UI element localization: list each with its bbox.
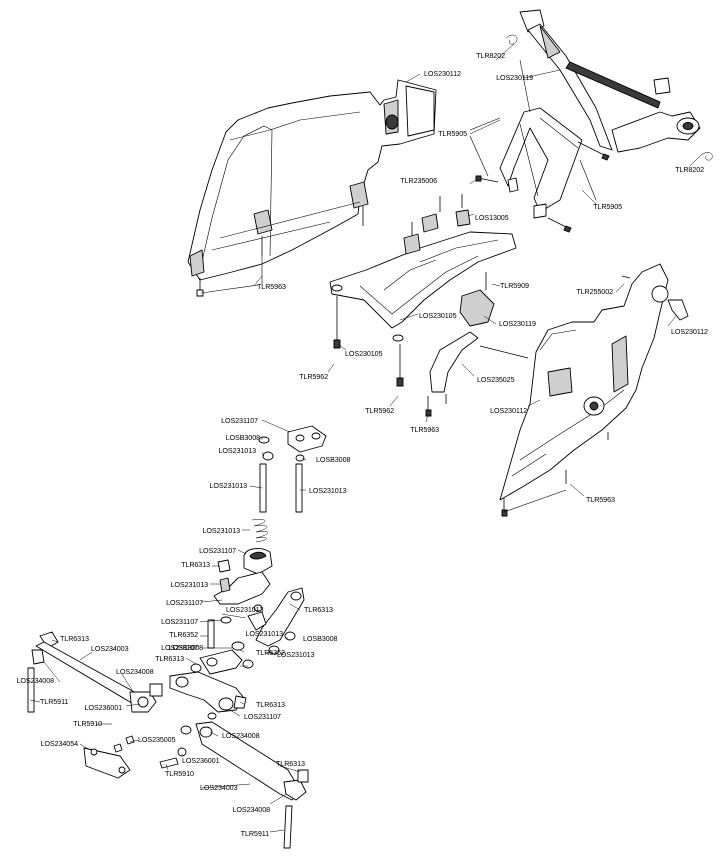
part-label: TLR6313 — [276, 759, 305, 768]
part-label: TLR8202 — [675, 165, 704, 174]
part-label: LOSB3008 — [169, 643, 203, 652]
part-label: LOS231107 — [221, 416, 258, 425]
leader-lines — [29, 43, 701, 833]
steering-assembly — [169, 425, 327, 720]
part-label: TLR5905 — [593, 202, 622, 211]
part-label: LOS234003 — [200, 783, 238, 792]
part-label: LOSB3008 — [226, 433, 260, 442]
part-label: TLR6313 — [155, 654, 184, 663]
part-label: LOS234054 — [41, 739, 79, 748]
part-label: LOS230105 — [345, 349, 383, 358]
part-label: LOS230119 — [496, 73, 533, 82]
part-label: TLR6352 — [169, 630, 198, 639]
left-side-guard-assembly — [187, 79, 437, 297]
part-label: TLR5911 — [241, 829, 269, 838]
part-label: LOS230112 — [671, 327, 708, 336]
part-label: TLR5909 — [500, 281, 529, 290]
part-label: LOS231107 — [244, 712, 281, 721]
part-label: LOS236001 — [85, 703, 123, 712]
part-label: LOS231107 — [199, 546, 236, 555]
part-label: TLR6313 — [60, 634, 89, 643]
part-label: TLR5962 — [365, 406, 394, 415]
part-label: LOS230119 — [499, 319, 536, 328]
part-label: TLR5963 — [586, 495, 615, 504]
part-label: TLR5910 — [73, 719, 102, 728]
part-label: TLR6352 — [256, 648, 285, 657]
part-label: TLR5962 — [299, 372, 328, 381]
part-label: TLR8202 — [476, 51, 505, 60]
part-label: LOS231107 — [166, 598, 203, 607]
part-label: LOS231107 — [161, 643, 198, 652]
part-label: LOS13005 — [475, 213, 509, 222]
part-label: LOS234008 — [222, 731, 260, 740]
part-label: LOS235025 — [477, 375, 515, 384]
upper-arm-assembly — [469, 9, 713, 233]
part-label: LOS230112 — [424, 69, 461, 78]
part-labels: LOS230112TLR8202LOS230119TLR5905TLR8202T… — [17, 51, 709, 838]
part-label: LOS235005 — [138, 735, 176, 744]
part-label: TLR6313 — [256, 700, 285, 709]
part-label: LOS230105 — [419, 311, 457, 320]
part-label: LOS231013 — [171, 580, 209, 589]
part-label: TLR5910 — [165, 769, 194, 778]
steering-rods — [27, 631, 309, 849]
part-label: LOS236001 — [182, 756, 220, 765]
part-label: LOS231013 — [219, 446, 257, 455]
part-label: TLR6313 — [304, 605, 333, 614]
right-side-guard-assembly — [499, 263, 689, 517]
part-label: LOS231013 — [246, 629, 284, 638]
part-label: LOS234008 — [233, 805, 271, 814]
part-label: TLR255002 — [576, 287, 613, 296]
part-label: LOSB3008 — [316, 455, 350, 464]
part-label: LOS234008 — [17, 676, 55, 685]
part-label: TLR6313 — [181, 560, 210, 569]
part-label: LOS230112 — [490, 406, 527, 415]
part-label: LOSB3008 — [303, 634, 337, 643]
part-label: LOS234008 — [116, 667, 154, 676]
part-label: LOS231013 — [309, 486, 347, 495]
part-label: TLR5905 — [438, 129, 467, 138]
part-label: LOS231107 — [161, 617, 198, 626]
part-label: TLR5963 — [410, 425, 439, 434]
part-label: LOS231013 — [210, 481, 248, 490]
part-label: LOS231013 — [277, 650, 315, 659]
part-label: LOS234003 — [91, 644, 129, 653]
part-label: LOS231013 — [226, 605, 264, 614]
part-label: TLR5963 — [257, 282, 286, 291]
part-label: LOS231013 — [203, 526, 241, 535]
part-label: TLR235006 — [400, 176, 437, 185]
part-label: TLR5911 — [40, 697, 68, 706]
